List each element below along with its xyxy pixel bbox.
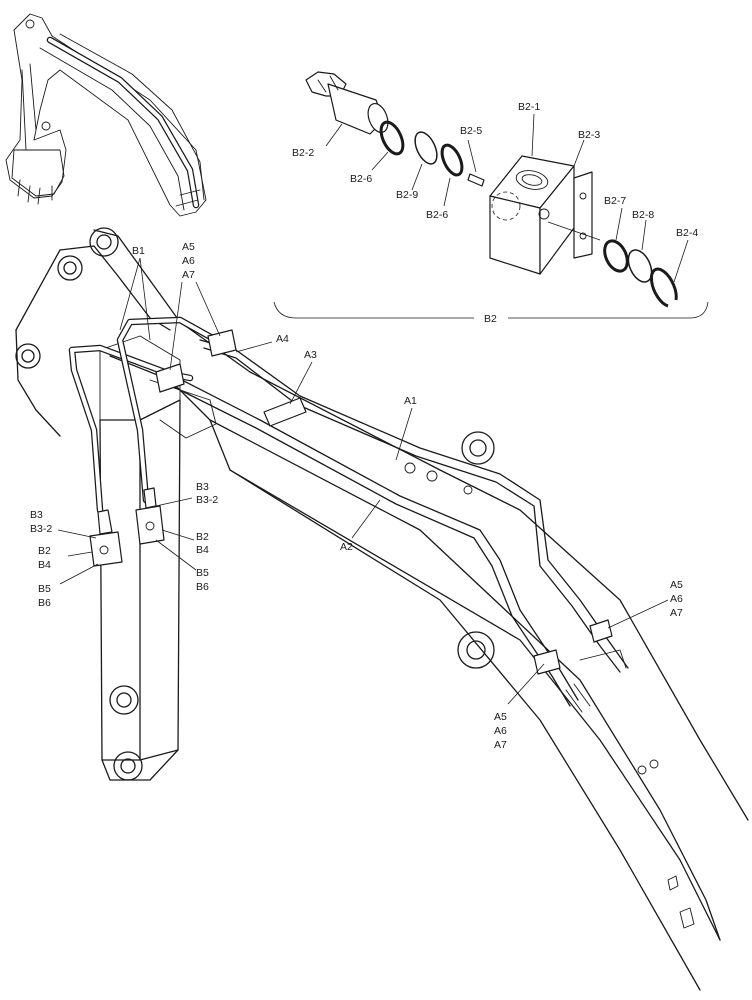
label-b2-6a: B2-6 bbox=[350, 173, 372, 185]
backup-ring-b2-8 bbox=[627, 249, 653, 283]
label-b3-left: B3 bbox=[30, 509, 43, 521]
label-a6-bottom: A6 bbox=[494, 725, 507, 737]
label-a3: A3 bbox=[304, 349, 317, 361]
arm-overview-inset bbox=[5, 13, 207, 217]
label-b6-mid: B6 bbox=[196, 581, 209, 593]
exploded-view-b2 bbox=[273, 71, 709, 319]
label-b4-left: B4 bbox=[38, 559, 51, 571]
group-brace-b2 bbox=[273, 301, 709, 319]
label-b4-mid: B4 bbox=[196, 544, 209, 556]
o-ring-b2-6b bbox=[440, 143, 464, 177]
label-a5-top: A5 bbox=[182, 241, 195, 253]
label-a7-top: A7 bbox=[182, 269, 195, 281]
label-b2-4: B2-4 bbox=[676, 227, 698, 239]
label-a6-right: A6 bbox=[670, 593, 683, 605]
label-b5-left: B5 bbox=[38, 583, 51, 595]
clamp-a5-top bbox=[155, 363, 185, 393]
leader-lines bbox=[57, 257, 669, 705]
label-b3-mid: B3 bbox=[196, 481, 209, 493]
label-a6-top: A6 bbox=[182, 255, 195, 267]
fitting-b2-mid bbox=[135, 505, 165, 545]
label-b2-6b: B2-6 bbox=[426, 209, 448, 221]
label-a7-right: A7 bbox=[670, 607, 683, 619]
mounting-plate-b2-3 bbox=[573, 171, 593, 259]
label-a7-bottom: A7 bbox=[494, 739, 507, 751]
label-b2-3: B2-3 bbox=[578, 129, 600, 141]
label-a5-bottom: A5 bbox=[494, 711, 507, 723]
o-ring-b2-6a bbox=[379, 120, 405, 156]
label-b2-mid: B2 bbox=[196, 531, 209, 543]
label-b2-7: B2-7 bbox=[604, 195, 626, 207]
fitting-b2-left bbox=[89, 531, 123, 567]
pin-b2-5 bbox=[467, 173, 485, 187]
backup-ring-b2-9 bbox=[414, 131, 438, 165]
adapter-fitting bbox=[305, 71, 389, 135]
label-b2-1: B2-1 bbox=[518, 101, 540, 113]
label-b2-left: B2 bbox=[38, 545, 51, 557]
clamp-a5-right bbox=[589, 619, 613, 643]
o-ring-b2-7 bbox=[603, 239, 629, 273]
label-b1: B1 bbox=[132, 245, 145, 257]
clamp-block-a3 bbox=[263, 397, 307, 427]
label-b5-mid: B5 bbox=[196, 567, 209, 579]
snap-ring-b2-4 bbox=[650, 267, 678, 308]
label-b2-5: B2-5 bbox=[460, 125, 482, 137]
label-b3-2-left: B3-2 bbox=[30, 523, 52, 535]
label-b6-left: B6 bbox=[38, 597, 51, 609]
label-a1: A1 bbox=[404, 395, 417, 407]
label-b3-2-mid: B3-2 bbox=[196, 494, 218, 506]
label-b2-2: B2-2 bbox=[292, 147, 314, 159]
label-b2-8: B2-8 bbox=[632, 209, 654, 221]
label-b2-9: B2-9 bbox=[396, 189, 418, 201]
label-a4: A4 bbox=[276, 333, 289, 345]
clamp-a4 bbox=[207, 329, 237, 357]
label-a5-right: A5 bbox=[670, 579, 683, 591]
label-b2-group: B2 bbox=[484, 313, 497, 325]
hydraulic-pipes bbox=[68, 316, 629, 713]
part-labels: B2-1 B2-2 B2-3 B2-5 B2-6 B2-9 B2-6 B2-7 … bbox=[30, 101, 698, 751]
valve-block bbox=[489, 155, 601, 275]
boom-structure bbox=[15, 227, 749, 991]
label-a2: A2 bbox=[340, 541, 353, 553]
